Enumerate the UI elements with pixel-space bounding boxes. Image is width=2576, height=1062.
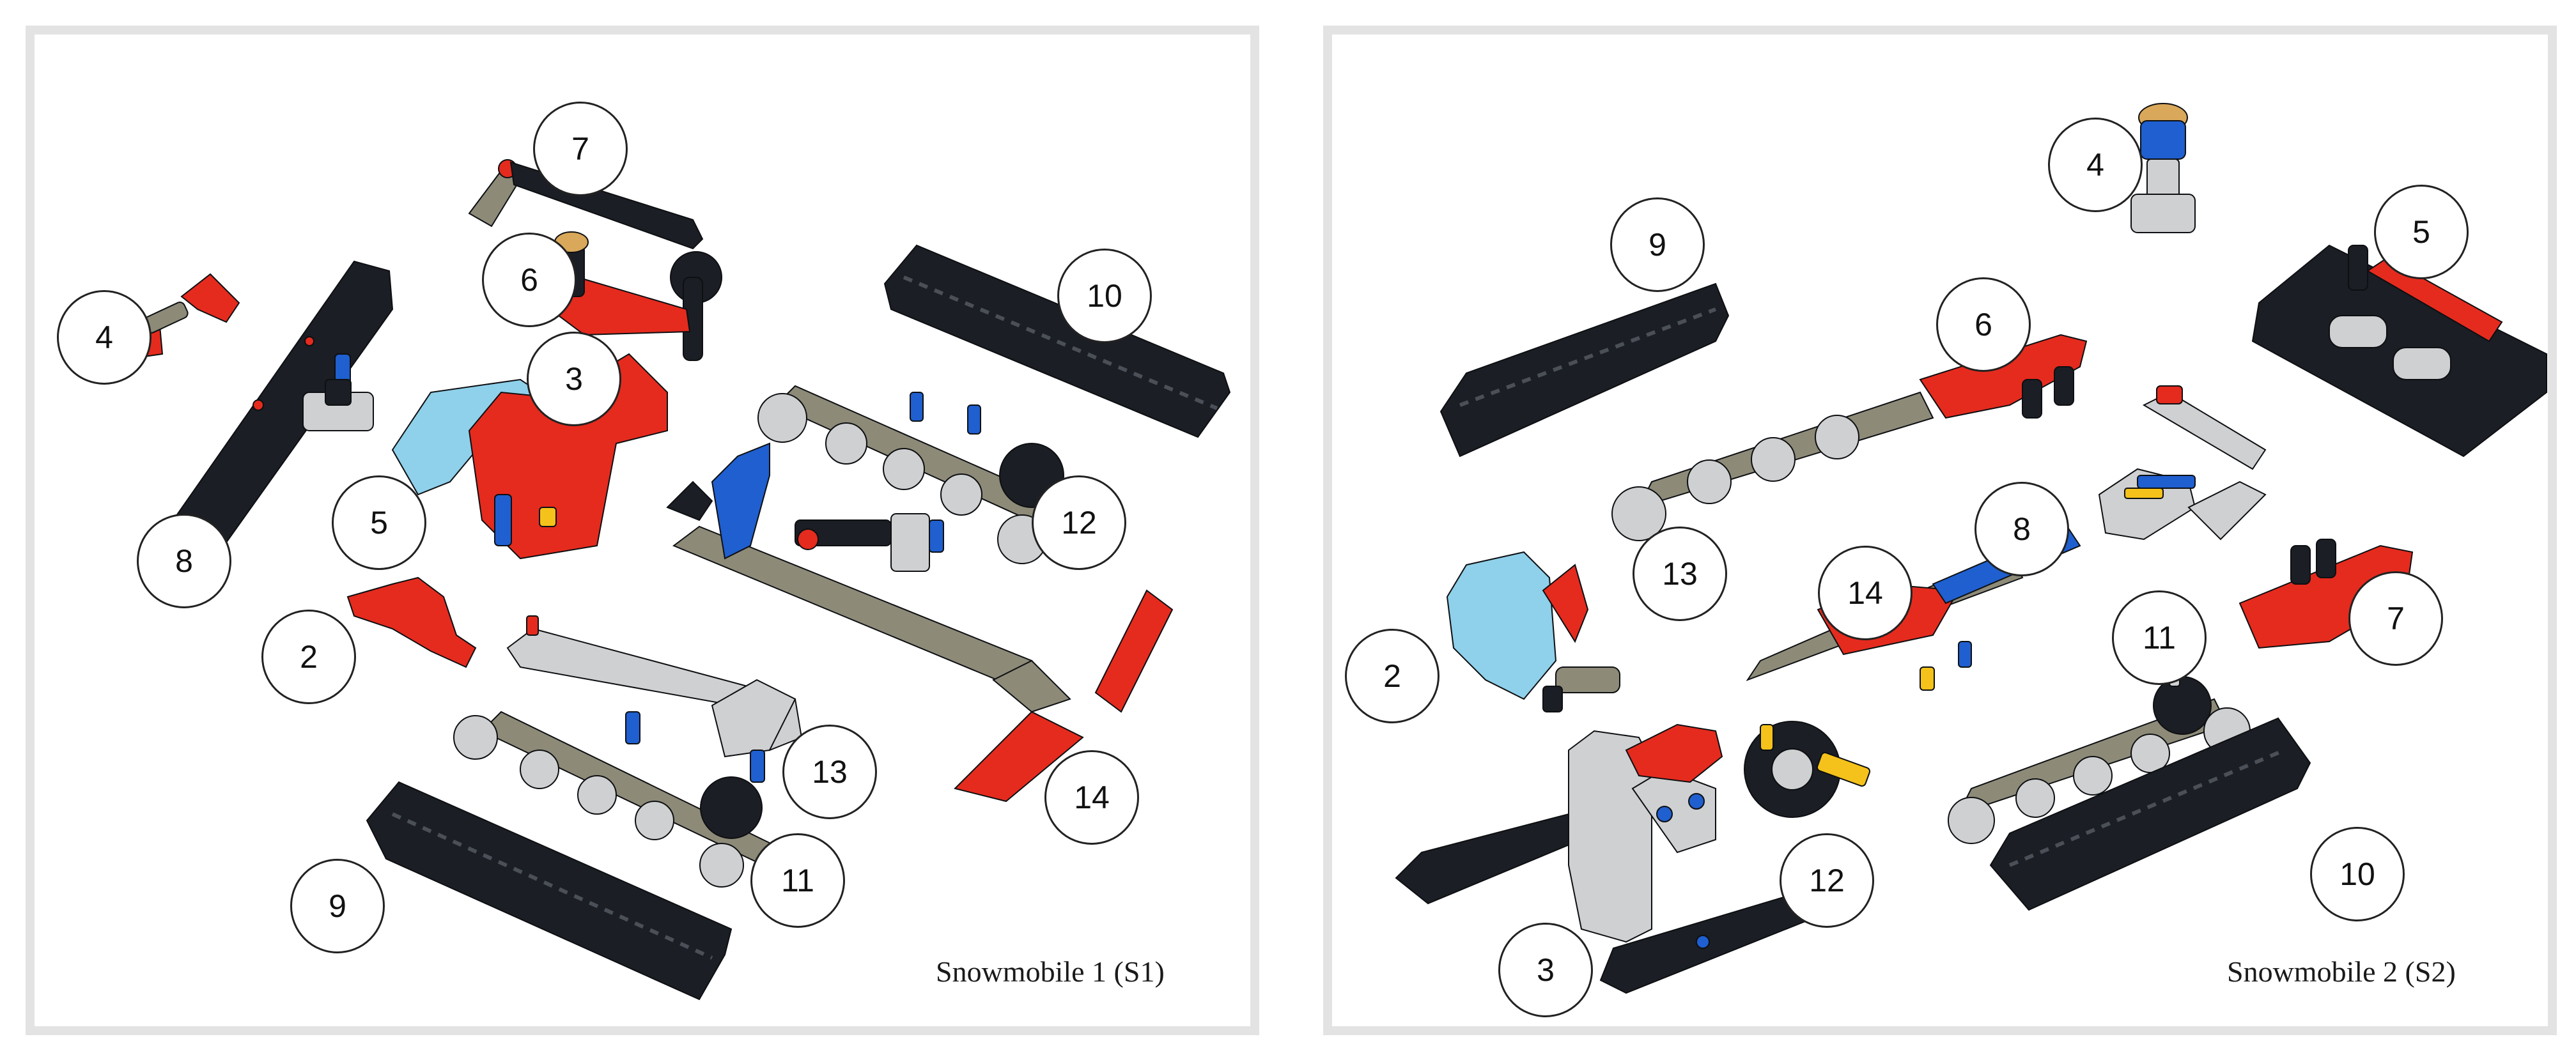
callout-4: 4	[2048, 118, 2143, 212]
part-8-light-grey-frame	[2098, 385, 2267, 541]
panel-caption: Snowmobile 2 (S2)	[2227, 955, 2456, 988]
callout-6: 6	[482, 233, 577, 327]
panel-snowmobile-1: 7 6 4 3 10 5 8 12 2 13 14 11 9 Snowmobil…	[26, 26, 1259, 1035]
callout-11: 11	[750, 833, 845, 928]
part-14-red-wing	[954, 589, 1174, 803]
part-10-track	[1989, 717, 2311, 911]
callout-10: 10	[1057, 249, 1152, 343]
callout-8: 8	[137, 514, 231, 608]
callout-7: 7	[533, 102, 628, 196]
part-8-black-beam	[167, 260, 394, 566]
callout-7: 7	[2348, 571, 2443, 666]
part-chassis	[666, 442, 1033, 688]
part-11-wheel-beam	[453, 711, 777, 888]
callout-5: 5	[2374, 185, 2469, 279]
part-12-wheel	[1744, 721, 1871, 818]
callout-12: 12	[1032, 475, 1126, 570]
callout-9: 9	[290, 859, 385, 953]
part-9-track	[1439, 282, 1730, 458]
part-7-red-wedge	[2238, 539, 2414, 649]
part-6-red-wedge	[1919, 334, 2088, 419]
callout-12: 12	[1780, 833, 1874, 928]
part-9-track	[366, 781, 733, 1001]
callout-4: 4	[57, 290, 151, 385]
panel-caption: Snowmobile 1 (S1)	[936, 955, 1165, 988]
part-11-wheel-beam	[1948, 647, 2251, 844]
callout-14: 14	[1044, 750, 1139, 845]
part-2-light-blue-cover	[1446, 551, 1620, 712]
callout-9: 9	[1610, 197, 1705, 292]
callout-2: 2	[1345, 629, 1439, 723]
callout-3: 3	[527, 332, 621, 426]
exploded-view-snowmobile-2	[1395, 103, 2547, 994]
part-13-light-grey-beam	[506, 615, 803, 758]
callout-10: 10	[2310, 827, 2405, 921]
callout-13: 13	[1633, 527, 1727, 621]
part-2-red-hook	[346, 576, 477, 668]
callout-6: 6	[1936, 277, 2031, 372]
panel-snowmobile-2: 4 5 9 6 8 13 14 7 11 2 12 10 3 Snowmobil…	[1323, 26, 2557, 1035]
part-4-knob-post	[2130, 103, 2196, 233]
part-12-wheel-beam	[757, 385, 1071, 564]
callout-8: 8	[1975, 482, 2069, 576]
part-13-wheel-beam	[1611, 391, 1934, 541]
callout-11: 11	[2112, 590, 2207, 685]
callout-3: 3	[1498, 923, 1593, 1017]
callout-14: 14	[1818, 546, 1913, 640]
exploded-view-snowmobile-1	[129, 159, 1231, 1001]
callout-13: 13	[782, 725, 877, 819]
callout-5: 5	[332, 475, 426, 570]
part-3-ski	[1395, 723, 1819, 994]
callout-2: 2	[261, 610, 356, 704]
part-10-track	[883, 244, 1231, 438]
part-5-black-frame	[2251, 244, 2547, 458]
part-3-red-frame	[468, 353, 668, 560]
